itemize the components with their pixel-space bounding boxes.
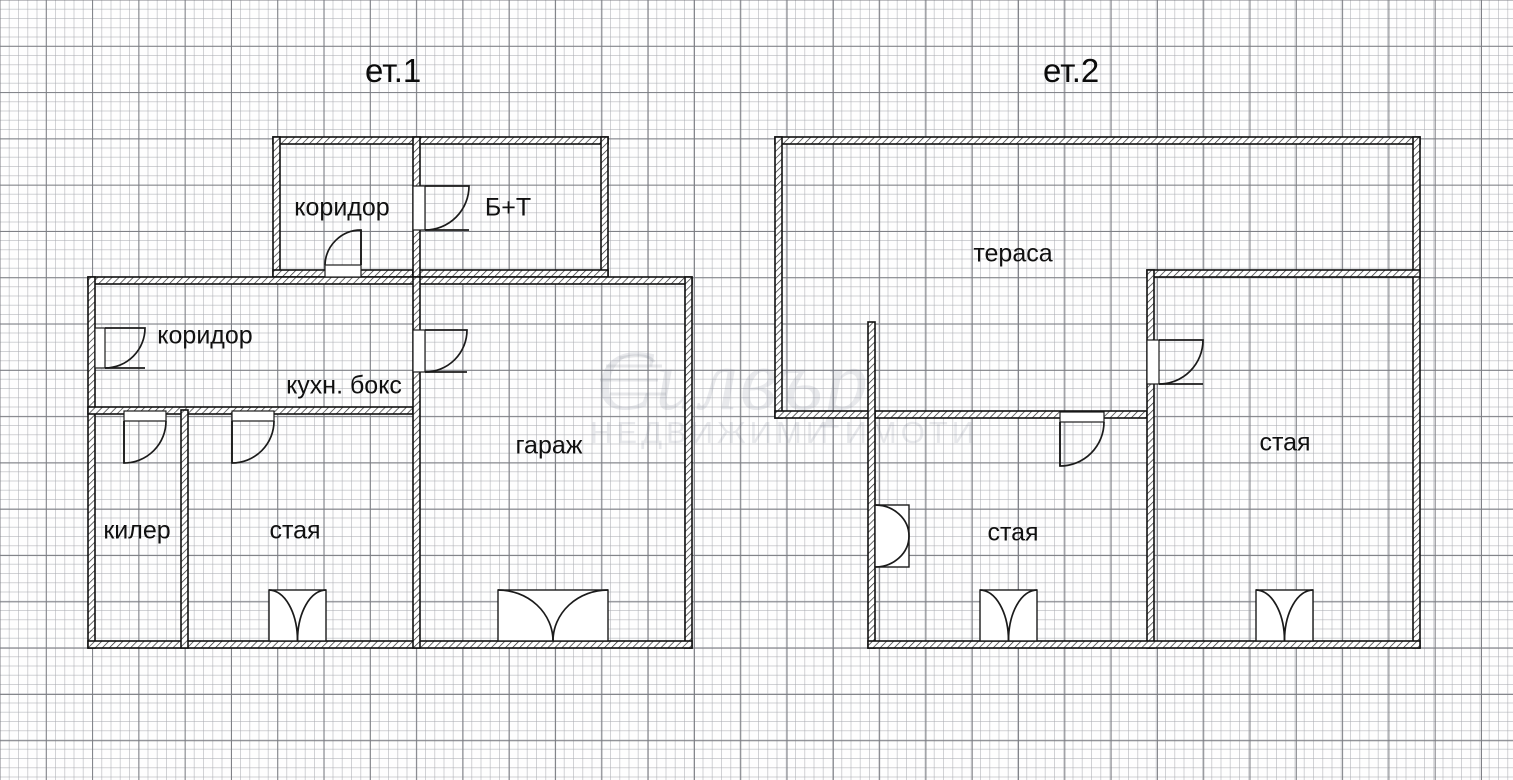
- door-staya-right: [1146, 339, 1204, 385]
- room-label-staya-right: стая: [1259, 428, 1311, 457]
- floor-2-title: ет.2: [1043, 52, 1100, 89]
- room-label-kuhn-boks: кухн. бокс: [286, 371, 402, 400]
- room-label-staya-left: стая: [987, 518, 1039, 547]
- door-staya-floor1-exterior: [268, 589, 327, 642]
- door-garage-side: [412, 329, 468, 373]
- room-label-koridor-main: коридор: [157, 321, 253, 350]
- floor-1-title: ет.1: [365, 52, 422, 89]
- room-label-staya-floor1: стая: [269, 516, 321, 545]
- room-label-koridor-upper: коридор: [294, 193, 390, 222]
- door-staya-left-exterior: [979, 589, 1038, 642]
- door-koridor-upper-bottom: [324, 229, 362, 278]
- door-terasa-to-staya: [1059, 411, 1105, 467]
- window-staya-left-exterior: [874, 504, 910, 568]
- door-staya-floor1: [231, 410, 275, 464]
- room-label-terasa: тераса: [973, 239, 1053, 268]
- room-label-garazh: гараж: [515, 431, 583, 460]
- door-staya-right-exterior: [1255, 589, 1314, 642]
- room-label-kiler: килер: [103, 516, 171, 545]
- door-kiler: [123, 410, 167, 464]
- floor-2-doors: [874, 339, 1314, 642]
- floor-1-doors: [94, 185, 609, 642]
- room-label-bath-wc: Б+Т: [484, 193, 532, 222]
- floor-2-walls: [774, 136, 1421, 649]
- door-bt-left: [412, 185, 470, 231]
- floor-1-walls: [87, 136, 693, 649]
- door-koridor-main-left: [94, 327, 146, 369]
- door-garage-exterior: [497, 589, 609, 642]
